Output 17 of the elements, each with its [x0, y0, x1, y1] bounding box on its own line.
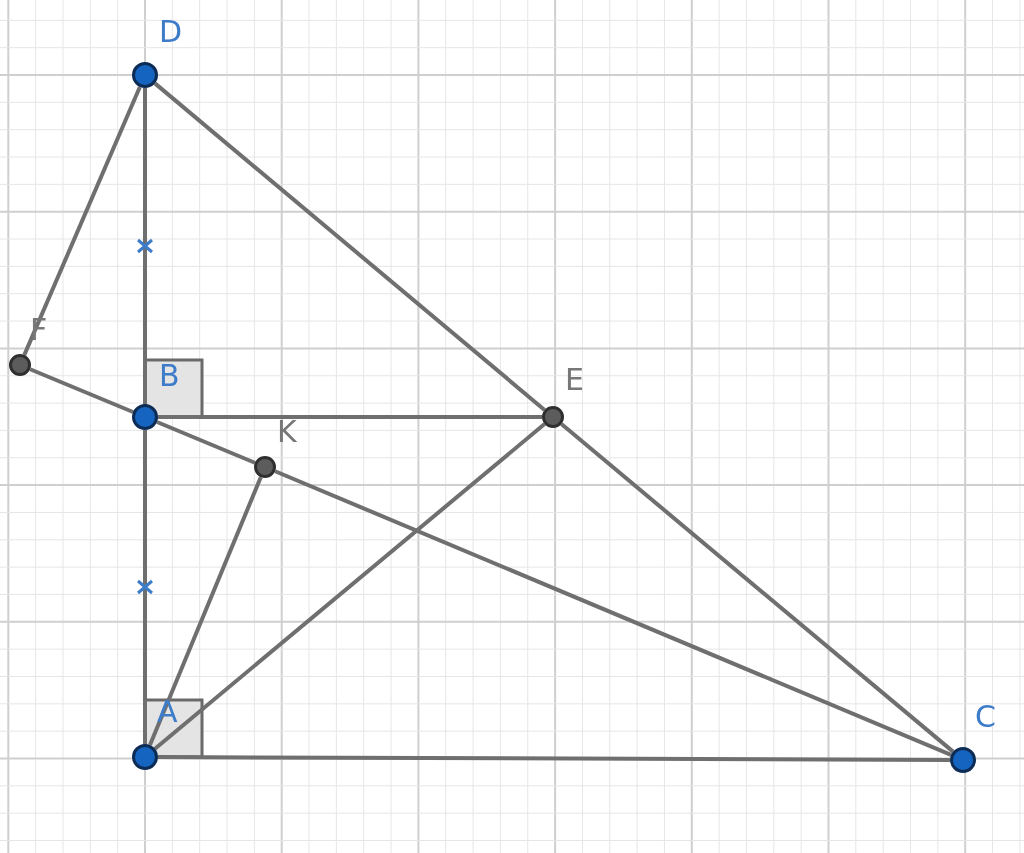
line-segment: [158, 415, 542, 419]
point-label: D: [159, 17, 183, 47]
line-segment: [153, 81, 546, 412]
line-segment: [560, 422, 955, 754]
line-segment: [143, 430, 147, 744]
line-segment: [29, 367, 134, 414]
line-segment: [143, 88, 147, 404]
line-segment: [148, 476, 263, 746]
line-segment: [22, 86, 142, 356]
line-segment: [153, 422, 546, 751]
line-segment: [156, 420, 256, 465]
line-segment: [158, 755, 950, 762]
point-label: B: [159, 361, 180, 391]
point-label: K: [277, 417, 297, 447]
point-label: C: [975, 702, 996, 732]
line-segment: [274, 469, 952, 757]
point-label: E: [565, 365, 584, 395]
